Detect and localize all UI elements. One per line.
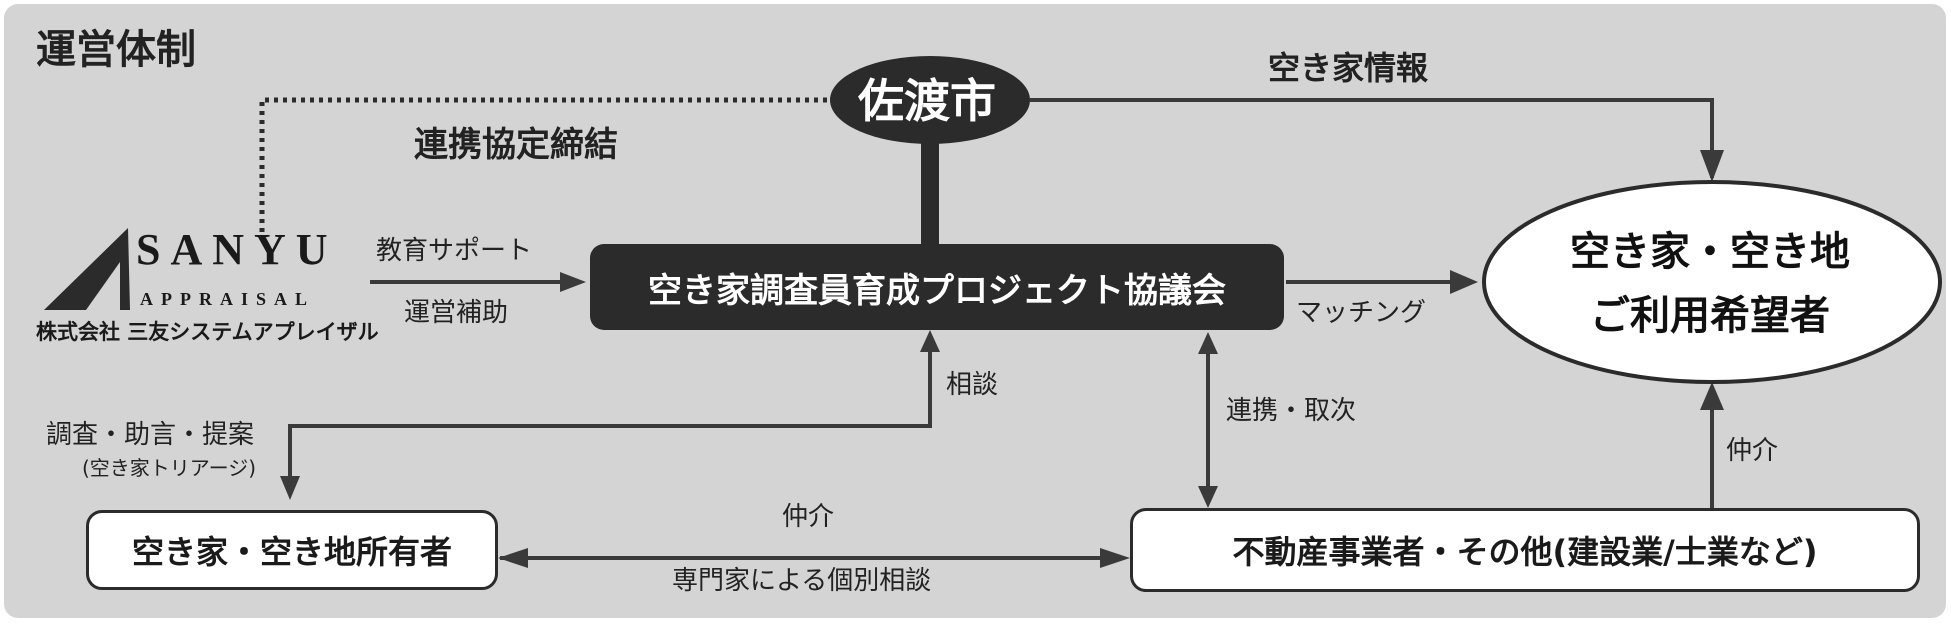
council-node: 空き家調査員育成プロジェクト協議会 — [590, 244, 1284, 330]
company-logo-text: SANYU — [136, 225, 338, 274]
users-node-label-2: ご利用希望者 — [1590, 293, 1830, 339]
company-name: 株式会社 三友システムアプレイザル — [36, 320, 379, 344]
consult-arrowhead — [920, 330, 940, 352]
consult-survey-line — [288, 336, 932, 494]
expert-left-arrowhead — [498, 548, 528, 568]
mediation-right-label: 仲介 — [1726, 436, 1779, 466]
cooperation-up-arrowhead — [1198, 332, 1218, 354]
triage-label: (空き家トリアージ) — [82, 456, 257, 480]
cooperation-label: 連携・取次 — [1226, 396, 1357, 426]
realestate-node: 不動産事業者・その他(建設業/士業など) — [1130, 508, 1920, 592]
vacant-info-label: 空き家情報 — [1268, 49, 1429, 87]
vacant-info-arrowhead — [1700, 150, 1724, 182]
realestate-node-label: 不動産事業者・その他(建設業/士業など) — [1232, 533, 1818, 571]
cooperation-down-arrowhead — [1198, 486, 1218, 508]
mediation-bottom-label: 仲介 — [782, 502, 835, 532]
mediation-right-arrowhead — [1100, 548, 1130, 568]
survey-arrowhead — [280, 476, 300, 500]
owners-node-label: 空き家・空き地所有者 — [131, 533, 452, 571]
edu-support-label: 教育サポート — [376, 236, 533, 266]
op-assist-label: 運営補助 — [404, 298, 509, 328]
consult-label: 相談 — [946, 370, 999, 400]
survey-label: 調査・助言・提案 — [46, 420, 255, 450]
company-logo-subtext: APPRAISAL — [140, 289, 316, 309]
council-node-label: 空き家調査員育成プロジェクト協議会 — [648, 270, 1226, 311]
expert-consult-label: 専門家による個別相談 — [672, 566, 932, 596]
city-node-label: 佐渡市 — [858, 74, 996, 128]
users-node-label-1: 空き家・空き地 — [1570, 229, 1850, 275]
matching-label: マッチング — [1296, 298, 1427, 328]
company-logo-mark-cut — [86, 262, 120, 310]
agreement-label: 連携協定締結 — [414, 125, 618, 165]
city-node-shape — [830, 56, 1030, 144]
owners-node: 空き家・空き地所有者 — [86, 510, 498, 590]
mediation-up-arrowhead — [1700, 382, 1724, 410]
matching-arrowhead — [1450, 270, 1478, 294]
users-node-shape — [1482, 180, 1942, 384]
support-arrowhead — [560, 272, 586, 292]
page-title: 運営体制 — [36, 27, 196, 73]
